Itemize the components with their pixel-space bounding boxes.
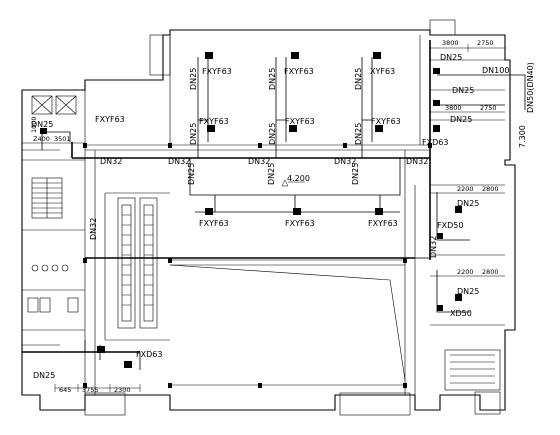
units-lower: FXYF63 FXYF63 FXYF63 bbox=[199, 208, 398, 228]
svg-text:1000: 1000 bbox=[30, 116, 38, 133]
svg-text:2750: 2750 bbox=[480, 104, 497, 112]
restroom-fixtures bbox=[27, 264, 79, 313]
unit-mid-1 bbox=[289, 125, 297, 132]
elevation-marks: 4.200 7.300 bbox=[281, 125, 527, 187]
stairwell-left bbox=[31, 177, 63, 219]
units-right: FXD63 FXD50 XD50 bbox=[422, 68, 472, 318]
svg-text:DN32: DN32 bbox=[89, 218, 98, 240]
svg-text:DN32: DN32 bbox=[248, 157, 270, 166]
unit-mid-2 bbox=[375, 125, 383, 132]
svg-text:2300: 2300 bbox=[114, 386, 131, 394]
svg-text:2200: 2200 bbox=[457, 185, 474, 193]
unit-lower-0-label: FXYF63 bbox=[199, 219, 229, 228]
unit-bottom-label: FXD63 bbox=[136, 350, 162, 359]
units-top: FXYF63 FXYF63 XYF63 bbox=[202, 52, 395, 76]
unit-lower-0 bbox=[205, 208, 213, 215]
unit-mid-0-label: FXYF63 bbox=[199, 117, 229, 126]
unit-top-2-label: XYF63 bbox=[370, 67, 395, 76]
unit-lower-1 bbox=[293, 208, 301, 215]
svg-text:DN25: DN25 bbox=[457, 199, 479, 208]
svg-text:DN100: DN100 bbox=[482, 66, 509, 75]
svg-text:DN25: DN25 bbox=[440, 53, 462, 62]
svg-text:DN25: DN25 bbox=[457, 287, 479, 296]
svg-text:DN25: DN25 bbox=[351, 163, 360, 185]
unit-right-2-label: XD50 bbox=[450, 309, 472, 318]
svg-text:3800: 3800 bbox=[442, 39, 459, 47]
svg-text:2750: 2750 bbox=[477, 39, 494, 47]
unit-lower-2-label: FXYF63 bbox=[368, 219, 398, 228]
svg-text:DN32: DN32 bbox=[168, 157, 190, 166]
svg-text:3755: 3755 bbox=[82, 386, 99, 394]
building-outline bbox=[21, 19, 516, 416]
svg-text:3501: 3501 bbox=[54, 135, 71, 143]
svg-text:DN32: DN32 bbox=[406, 157, 428, 166]
svg-text:2200: 2200 bbox=[457, 268, 474, 276]
unit-lower-2 bbox=[375, 208, 383, 215]
unit-top-2 bbox=[373, 52, 381, 59]
svg-text:DN25: DN25 bbox=[268, 68, 277, 90]
dimensions: 3800 2750 3800 2750 2200 2800 2200 2800 … bbox=[22, 39, 506, 394]
stairwell-right bbox=[444, 349, 501, 391]
svg-text:DN25: DN25 bbox=[31, 120, 53, 129]
svg-text:DN25: DN25 bbox=[189, 123, 198, 145]
unit-top-1 bbox=[291, 52, 299, 59]
svg-text:2800: 2800 bbox=[482, 268, 499, 276]
unit-right-0-label: FXD63 bbox=[422, 138, 448, 147]
svg-text:DN25: DN25 bbox=[189, 68, 198, 90]
unit-left: FXYF63 bbox=[40, 115, 125, 134]
elevator-shafts bbox=[31, 95, 77, 115]
unit-left-label: FXYF63 bbox=[95, 115, 125, 124]
svg-text:DN25: DN25 bbox=[267, 163, 276, 185]
svg-text:DN25: DN25 bbox=[450, 115, 472, 124]
svg-text:DN32: DN32 bbox=[429, 236, 438, 258]
elevation-right: 7.300 bbox=[518, 125, 527, 148]
unit-top-0-label: FXYF63 bbox=[202, 67, 232, 76]
unit-top-0 bbox=[205, 52, 213, 59]
pipe-network bbox=[22, 40, 526, 370]
unit-mid-0 bbox=[207, 125, 215, 132]
escalators bbox=[104, 192, 170, 341]
elevation-main: 4.200 bbox=[287, 174, 310, 183]
svg-text:DN32: DN32 bbox=[334, 157, 356, 166]
svg-text:2800: 2800 bbox=[482, 185, 499, 193]
unit-right-1-label: FXD50 bbox=[437, 221, 463, 230]
svg-text:DN25: DN25 bbox=[268, 123, 277, 145]
svg-text:DN25: DN25 bbox=[187, 163, 196, 185]
unit-mid-2-label: FXYF63 bbox=[371, 117, 401, 126]
svg-text:DN32: DN32 bbox=[100, 157, 122, 166]
pipe-size-labels: DN32 DN32 DN32 DN32 DN32 DN25 DN25 DN25 … bbox=[31, 53, 535, 380]
unit-bottom: FXD63 bbox=[97, 346, 162, 368]
svg-text:645: 645 bbox=[59, 386, 71, 394]
svg-text:DN50(DN40): DN50(DN40) bbox=[526, 62, 535, 113]
units-mid: FXYF63 FXYF63 FXYF63 bbox=[199, 117, 401, 132]
unit-top-1-label: FXYF63 bbox=[284, 67, 314, 76]
svg-text:Z400: Z400 bbox=[33, 135, 50, 143]
svg-text:DN25: DN25 bbox=[452, 86, 474, 95]
svg-text:DN25: DN25 bbox=[354, 123, 363, 145]
svg-text:DN25: DN25 bbox=[33, 371, 55, 380]
unit-lower-1-label: FXYF63 bbox=[285, 219, 315, 228]
unit-mid-1-label: FXYF63 bbox=[285, 117, 315, 126]
svg-text:3800: 3800 bbox=[445, 104, 462, 112]
svg-text:DN25: DN25 bbox=[354, 68, 363, 90]
